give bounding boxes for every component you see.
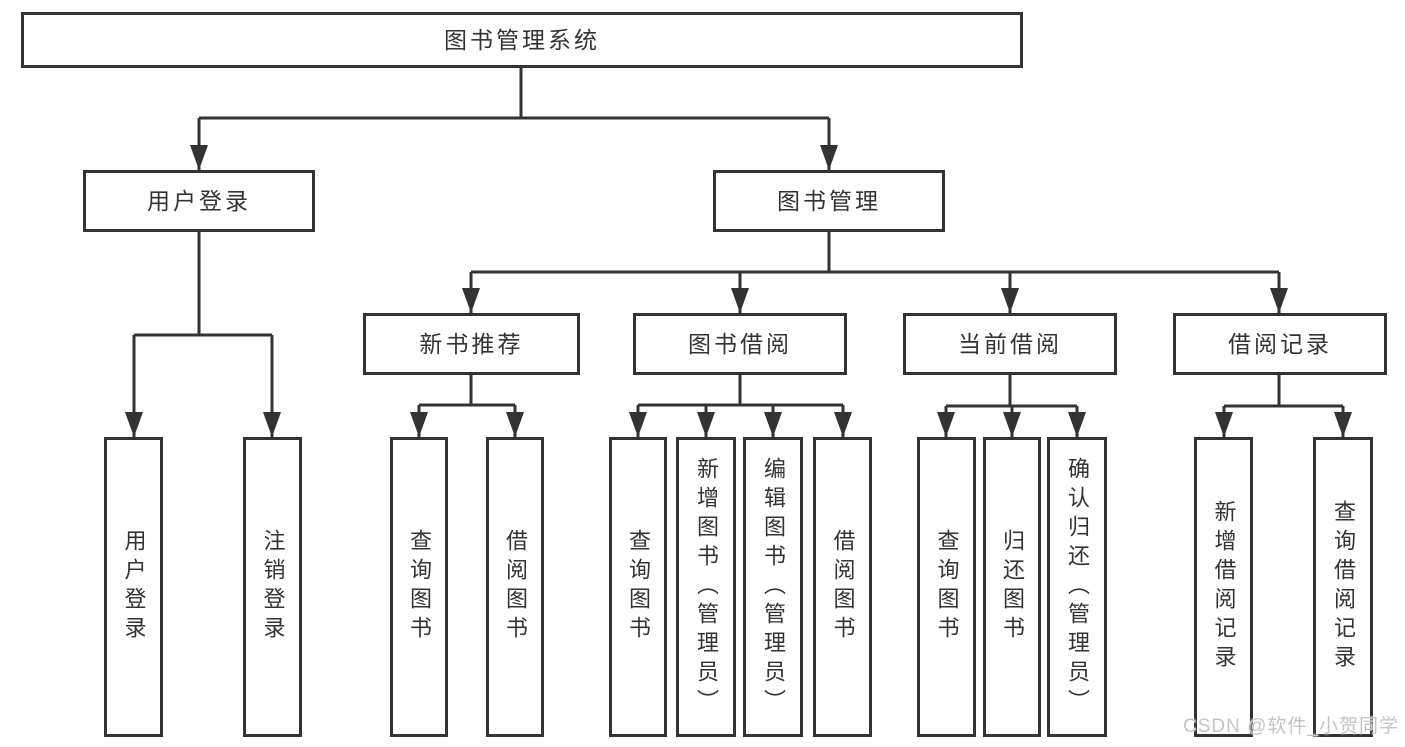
node-borrow-record-label: 借阅记录 bbox=[1228, 330, 1332, 357]
node-book-management: 图书管理 bbox=[713, 170, 945, 232]
node-book-management-label: 图书管理 bbox=[777, 187, 881, 214]
node-root-label: 图书管理系统 bbox=[444, 26, 600, 53]
leaf-cb-return-books-label: 归还图书 bbox=[1000, 529, 1025, 645]
leaf-logout: 注销登录 bbox=[243, 437, 302, 737]
leaf-nb-borrow-books-label: 借阅图书 bbox=[503, 529, 528, 645]
leaf-user-login-label: 用户登录 bbox=[121, 529, 147, 645]
leaf-nb-query-books: 查询图书 bbox=[390, 437, 448, 737]
leaf-bb-edit-books-admin-label: 编辑图书（管理员） bbox=[761, 456, 786, 718]
node-book-borrow: 图书借阅 bbox=[633, 313, 847, 375]
node-book-borrow-label: 图书借阅 bbox=[688, 330, 792, 357]
edge-current-borrow-bus bbox=[946, 375, 1077, 408]
leaf-bb-borrow-books: 借阅图书 bbox=[813, 437, 872, 737]
edge-book-borrow-bus bbox=[638, 375, 843, 407]
edge-user-login-bus bbox=[134, 232, 272, 337]
leaf-cb-confirm-return-admin-label: 确认归还（管理员） bbox=[1065, 456, 1090, 718]
leaf-br-query-record: 查询借阅记录 bbox=[1313, 437, 1373, 737]
leaf-bb-query-books: 查询图书 bbox=[609, 437, 667, 737]
edge-borrow-record-bus bbox=[1224, 375, 1343, 408]
leaf-nb-query-books-label: 查询图书 bbox=[407, 529, 432, 645]
leaf-cb-query-books: 查询图书 bbox=[917, 437, 976, 737]
leaf-br-query-record-label: 查询借阅记录 bbox=[1331, 500, 1356, 674]
watermark: CSDN @软件_小贺同学 bbox=[1183, 716, 1399, 737]
node-new-book-recommend-label: 新书推荐 bbox=[419, 330, 524, 357]
leaf-br-add-record-label: 新增借阅记录 bbox=[1211, 500, 1237, 674]
node-borrow-record: 借阅记录 bbox=[1173, 313, 1387, 375]
node-current-borrow: 当前借阅 bbox=[903, 313, 1117, 375]
leaf-bb-add-books-admin: 新增图书（管理员） bbox=[676, 437, 736, 737]
leaf-bb-borrow-books-label: 借阅图书 bbox=[830, 529, 856, 645]
leaf-cb-query-books-label: 查询图书 bbox=[934, 529, 960, 645]
leaf-br-add-record: 新增借阅记录 bbox=[1194, 437, 1253, 737]
node-root-system: 图书管理系统 bbox=[21, 12, 1023, 68]
edge-book-mgmt-bus bbox=[471, 232, 1279, 274]
node-current-borrow-label: 当前借阅 bbox=[958, 330, 1062, 357]
leaf-nb-borrow-books: 借阅图书 bbox=[486, 437, 544, 737]
leaf-cb-confirm-return-admin: 确认归还（管理员） bbox=[1047, 437, 1107, 737]
leaf-cb-return-books: 归还图书 bbox=[983, 437, 1041, 737]
leaf-bb-edit-books-admin: 编辑图书（管理员） bbox=[743, 437, 803, 737]
edge-new-book-bus bbox=[419, 375, 515, 407]
node-user-login-label: 用户登录 bbox=[147, 187, 251, 214]
node-user-login: 用户登录 bbox=[83, 170, 315, 232]
leaf-user-login: 用户登录 bbox=[104, 437, 163, 737]
leaf-bb-query-books-label: 查询图书 bbox=[626, 529, 651, 645]
node-new-book-recommend: 新书推荐 bbox=[363, 313, 580, 375]
edge-root-bus bbox=[199, 68, 829, 120]
leaf-logout-label: 注销登录 bbox=[260, 529, 286, 645]
leaf-bb-add-books-admin-label: 新增图书（管理员） bbox=[694, 456, 719, 718]
